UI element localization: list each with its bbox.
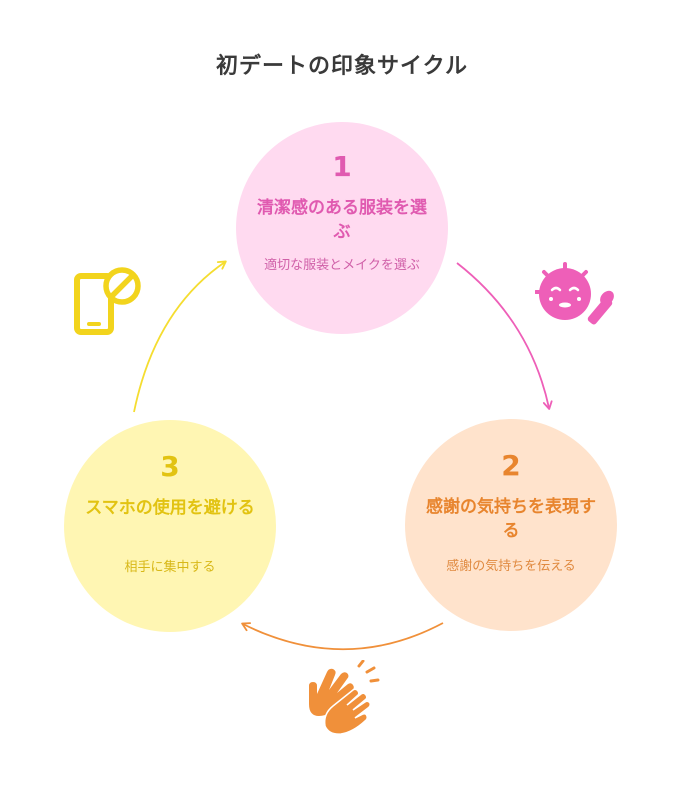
step-1-description: 適切な服装とメイクを選ぶ xyxy=(264,258,420,273)
step-1-number: 1 xyxy=(332,150,352,183)
no-phone-icon xyxy=(74,267,141,335)
step-2-number: 2 xyxy=(501,449,521,482)
makeup-face-icon xyxy=(535,262,614,325)
arrow-2-to-3 xyxy=(241,622,444,651)
step-2-circle: 2 感謝の気持ちを表現する 感謝の気持ちを伝える xyxy=(405,419,617,631)
step-3-circle: 3 スマホの使用を避ける 相手に集中する xyxy=(64,420,276,632)
step-2-heading: 感謝の気持ちを表現する xyxy=(426,497,596,541)
clapping-hands-icon xyxy=(309,660,380,735)
diagram-title: 初デートの印象サイクル xyxy=(216,54,468,79)
step-2-description: 感謝の気持ちを伝える xyxy=(446,559,576,574)
step-1-circle: 1 清潔感のある服装を選ぶ 適切な服装とメイクを選ぶ xyxy=(236,122,448,334)
step-3-description: 相手に集中する xyxy=(124,560,216,575)
arrow-3-to-1 xyxy=(133,260,227,413)
step-3-number: 3 xyxy=(160,450,180,483)
step-3-heading: スマホの使用を避ける xyxy=(85,498,255,518)
arrow-1-to-2 xyxy=(456,262,553,410)
step-1-heading: 清潔感のある服装を選ぶ xyxy=(257,198,427,242)
